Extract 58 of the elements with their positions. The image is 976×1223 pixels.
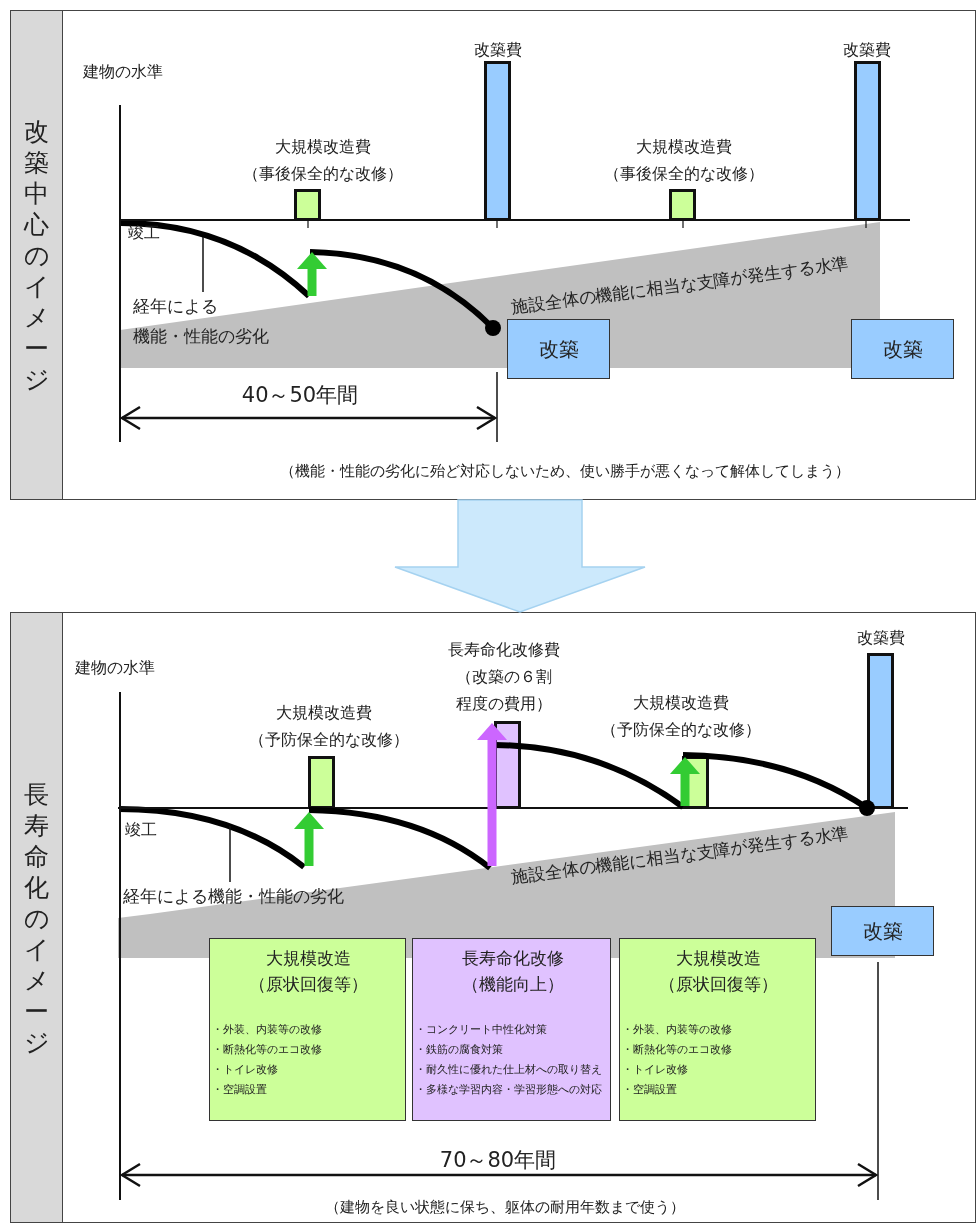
start-label: 竣工 xyxy=(125,819,157,841)
side-title: 長寿命化のイメージ xyxy=(23,778,50,1057)
cost-label: 大規模改造費 xyxy=(275,703,373,724)
duration-label: 70～80年間 xyxy=(439,1147,557,1175)
bullet-item: ・耐久性に優れた仕上材への取り替え xyxy=(415,1062,603,1077)
bullet-item: ・トイレ改修 xyxy=(622,1062,689,1077)
rebuild-box: 改築 xyxy=(851,319,954,379)
card-subheading: （機能向上） xyxy=(460,973,565,996)
leader-line xyxy=(202,236,204,293)
cost-label: 大規模改造費 xyxy=(635,137,733,158)
cost-label: 大規模改造費 xyxy=(274,137,372,158)
bullet-item: ・空調設置 xyxy=(622,1082,678,1097)
side-title: 改築中心のイメージ xyxy=(23,115,50,395)
card-heading: 大規模改造 xyxy=(265,947,352,970)
axis-title: 建物の水準 xyxy=(75,657,155,679)
cost-label: （予防保全的な改修） xyxy=(249,730,399,751)
cost-label: 長寿命化改修費 xyxy=(447,640,561,661)
bullet-item: ・トイレ改修 xyxy=(212,1062,279,1077)
bullet-item: ・外装、内装等の改修 xyxy=(622,1022,733,1037)
panel-frame xyxy=(10,612,976,1223)
cost-label: 改築費 xyxy=(473,40,523,61)
note: （建物を良い状態に保ち、躯体の耐用年数まで使う） xyxy=(325,1198,685,1218)
leader-line xyxy=(229,825,231,883)
threshold-label: 施設全体の機能に相当な支障が発生する水準 xyxy=(509,821,851,890)
cost-label: 程度の費用） xyxy=(455,694,553,715)
cost-label: 大規模改造費 xyxy=(632,693,730,714)
cost-label: （改築の６割 xyxy=(455,667,553,688)
rebuild-box: 改築 xyxy=(507,319,610,379)
cost-label: （事後保全的な改修） xyxy=(242,164,404,185)
bullet-item: ・断熱化等のエコ改修 xyxy=(622,1042,733,1057)
duration-label: 40～50年間 xyxy=(241,382,359,410)
note: （機能・性能の劣化に殆ど対応しないため、使い勝手が悪くなって解体してしまう） xyxy=(280,462,850,482)
bullet-item: ・コンクリート中性化対策 xyxy=(415,1022,548,1037)
card-heading: 大規模改造 xyxy=(675,947,762,970)
cost-label: （事後保全的な改修） xyxy=(603,164,765,185)
panel-frame xyxy=(10,10,976,500)
cost-label: 改築費 xyxy=(856,628,906,649)
start-label: 竣工 xyxy=(128,222,160,244)
rebuild-box: 改築 xyxy=(831,906,934,956)
card-heading: 長寿命化改修 xyxy=(460,947,565,970)
work-card xyxy=(209,938,406,1121)
card-subheading: （原状回復等） xyxy=(658,973,779,996)
cost-label: （予防保全的な改修） xyxy=(600,720,762,741)
bullet-item: ・多様な学習内容・学習形態への対応 xyxy=(415,1082,603,1097)
bullet-item: ・空調設置 xyxy=(212,1082,268,1097)
threshold-label: 施設全体の機能に相当な支障が発生する水準 xyxy=(509,251,851,320)
card-subheading: （原状回復等） xyxy=(248,973,369,996)
cost-label: 改築費 xyxy=(842,40,892,61)
block-arrow xyxy=(394,499,646,613)
bullet-item: ・断熱化等のエコ改修 xyxy=(212,1042,323,1057)
caption-text: 経年による xyxy=(133,295,219,318)
caption-text: 経年による機能・性能の劣化 xyxy=(123,885,345,908)
bullet-item: ・外装、内装等の改修 xyxy=(212,1022,323,1037)
work-card xyxy=(619,938,816,1121)
caption-text: 機能・性能の劣化 xyxy=(133,325,270,348)
bullet-item: ・鉄筋の腐食対策 xyxy=(415,1042,504,1057)
work-card xyxy=(412,938,611,1121)
axis-title: 建物の水準 xyxy=(83,61,163,83)
